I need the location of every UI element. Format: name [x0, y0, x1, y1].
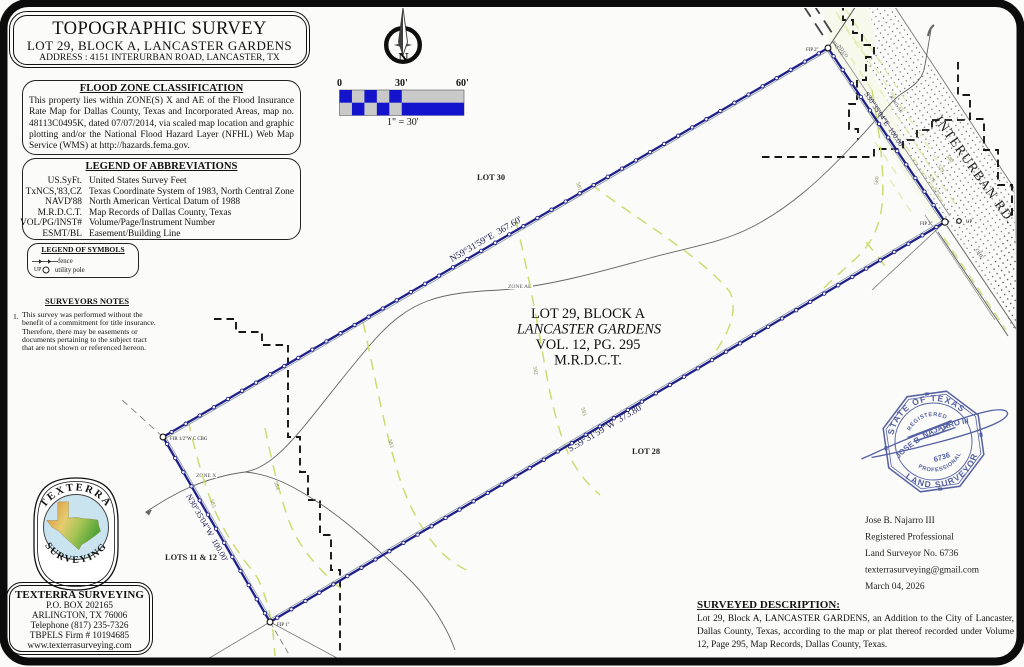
svg-text:579: 579 [935, 164, 945, 174]
svg-text:584: 584 [272, 481, 280, 491]
svg-text:578: 578 [926, 174, 936, 184]
svg-text:Land Surveyor No. 6736: Land Surveyor No. 6736 [865, 549, 959, 559]
svg-text:6736: 6736 [932, 450, 951, 464]
svg-text:580: 580 [874, 176, 881, 185]
svg-text:577: 577 [931, 187, 941, 197]
svg-text:Registered Professional: Registered Professional [865, 532, 954, 543]
svg-text:FIP 1": FIP 1" [277, 623, 290, 628]
svg-text:ZONE X: ZONE X [196, 473, 216, 479]
svg-text:Jose B. Najarro III: Jose B. Najarro III [865, 516, 935, 526]
svg-text:30': 30' [395, 78, 408, 89]
svg-text:LOTS 11 & 12: LOTS 11 & 12 [165, 553, 217, 562]
svg-text:ZONE AE: ZONE AE [508, 284, 532, 290]
svg-text:583: 583 [386, 439, 394, 449]
svg-text:UP: UP [966, 220, 973, 225]
svg-text:LOT 30: LOT 30 [477, 173, 505, 182]
svg-text:N59°31'59"E 367.60': N59°31'59"E 367.60' [448, 214, 524, 265]
svg-text:LOT 29, BLOCK A: LOT 29, BLOCK A [531, 306, 646, 322]
svg-text:FIP 2": FIP 2" [920, 222, 933, 227]
svg-text:1" = 30': 1" = 30' [387, 117, 419, 128]
svg-text:M.R.D.C.T.: M.R.D.C.T. [554, 353, 622, 369]
svg-text:VOL. 12, PG. 295: VOL. 12, PG. 295 [536, 337, 641, 353]
svg-text:581: 581 [574, 182, 583, 192]
svg-text:60': 60' [456, 78, 469, 89]
svg-text:582: 582 [531, 366, 539, 376]
svg-text:0: 0 [337, 78, 342, 89]
svg-text:585: 585 [208, 499, 216, 509]
svg-text:FIP 2": FIP 2" [806, 48, 819, 53]
svg-text:March 04, 2026: March 04, 2026 [865, 582, 925, 592]
svg-text:FIR 1/2"W C CBG: FIR 1/2"W C CBG [170, 437, 208, 442]
svg-text:583: 583 [579, 407, 587, 417]
svg-text:LOT 28: LOT 28 [632, 447, 660, 456]
svg-text:OHE: OHE [973, 248, 985, 261]
svg-text:LANCASTER GARDENS: LANCASTER GARDENS [516, 322, 661, 338]
svg-text:texterrasurveying@gmail.com: texterrasurveying@gmail.com [865, 566, 980, 576]
svg-text:580: 580 [944, 154, 954, 164]
svg-text:N: N [398, 51, 409, 67]
